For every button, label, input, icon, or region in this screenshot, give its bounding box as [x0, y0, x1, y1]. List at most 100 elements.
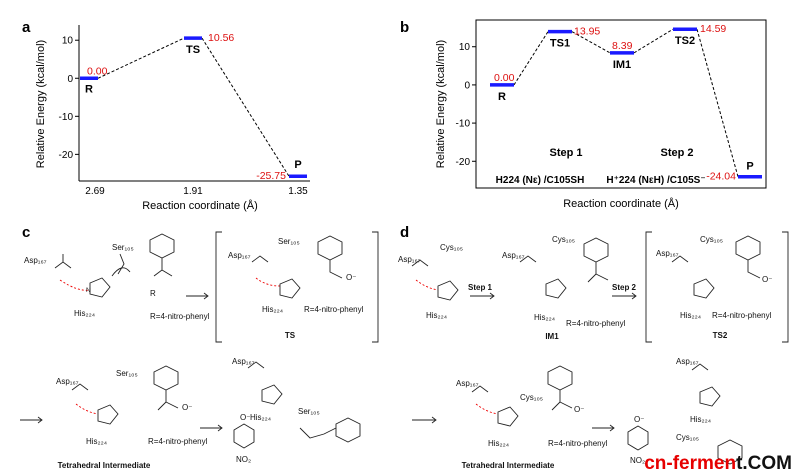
chart-b-y-tick-label: 10	[459, 42, 471, 53]
scheme-c-prod-imidazole	[261, 384, 283, 405]
scheme-c-n-label: N	[86, 287, 91, 294]
panel-letter-d: d	[400, 224, 409, 241]
scheme-d-prod-imidazole	[699, 386, 721, 407]
scheme-d-arrowhead-step2	[631, 292, 637, 300]
scheme-c-phenyl-1	[149, 233, 175, 259]
scheme-d-prod-his-label: His₂₂₄	[690, 415, 711, 424]
scheme-c-tetra-bonds	[157, 390, 179, 411]
scheme-d-ts2-asp-label: Asp₁₆₇	[656, 249, 679, 258]
scheme-c-asp-carboxyl	[54, 254, 72, 269]
scheme-d-cys-label: Cys₁₀₅	[440, 243, 463, 252]
chart-b-frame	[475, 19, 767, 189]
scheme-d-tetra-carboxyl	[471, 385, 489, 393]
scheme-c-ts-bracket-right	[372, 231, 379, 343]
chart-a-y-tick-label: -20	[59, 150, 74, 161]
watermark-part-red: cn-fermen	[644, 453, 736, 474]
chart-b-y-tick-label: -20	[456, 157, 471, 168]
scheme-c-tetra-his-label: His₂₂₄	[86, 437, 107, 446]
scheme-c-tetra-caption: Tetrahedral Intermediate	[58, 461, 151, 470]
scheme-c-ts-hbond	[255, 277, 281, 287]
scheme-c-his-label: His₂₂₄	[74, 309, 95, 318]
scheme-c-tetra-carboxyl	[71, 383, 89, 391]
scheme-d-prod-phenyl	[717, 439, 743, 465]
chart-b-label-ts1: TS1	[550, 38, 570, 50]
scheme-d-tetra-rgroup-label: R=4-nitro-phenyl	[548, 439, 608, 448]
chart-a-y-tick-label: 10	[62, 36, 74, 47]
scheme-c-prod-nitrophenolate	[233, 423, 255, 449]
scheme-d-im1-phenyl	[583, 237, 609, 263]
scheme-c-arrowhead-tetra	[37, 416, 43, 424]
chart-a-value-p: -25.75	[256, 170, 286, 182]
panel-letter-b: b	[400, 19, 409, 36]
scheme-d-prod-nitrophenolate	[627, 425, 649, 451]
scheme-c-tetra-ser-label: Ser₁₀₅	[116, 369, 138, 378]
scheme-d-prod-cys-label: Cys₁₀₅	[676, 433, 699, 442]
scheme-c-prod-ester-bonds	[299, 427, 337, 439]
chart-b-value-p: -24.04	[706, 171, 736, 183]
scheme-d-ts2-carboxyl	[671, 255, 689, 263]
scheme-c-tetra-phenyl	[153, 365, 179, 391]
scheme-c-ser-label: Ser₁₀₅	[112, 243, 134, 252]
chart-a-y-axis-title: Relative Energy (kcal/mol)	[35, 40, 47, 168]
scheme-d-ts2-imidazole	[693, 278, 715, 299]
mechanism-scheme-c: Asp₁₆₇ N His₂₂₄ Ser₁₀₅ R R=4-nitro-pheny…	[20, 231, 379, 470]
chart-b-connector	[633, 28, 674, 54]
scheme-d-tetra-cys-label: Cys₁₀₅	[520, 393, 543, 402]
chart-b-y-ticks: 100-10-20	[456, 42, 476, 168]
chart-a-x-axis-title: Reaction coordinate (Å)	[142, 199, 258, 212]
scheme-d-hbond	[415, 279, 439, 291]
chart-a-x-tick-3: 1.35	[288, 186, 308, 197]
scheme-c-r-label: R	[150, 289, 156, 298]
chart-a-label-ts: TS	[186, 44, 200, 56]
scheme-c-prod-phenyl	[335, 417, 361, 443]
chart-b-label-im1: IM1	[613, 59, 631, 71]
chart-b-step2-label: Step 2	[660, 147, 693, 159]
chart-b-label-p: P	[746, 161, 753, 173]
scheme-c-rgroup-label-1: R=4-nitro-phenyl	[150, 312, 210, 321]
scheme-d-ts2-rgroup-label: R=4-nitro-phenyl	[712, 311, 772, 320]
scheme-c-carbonyl	[153, 258, 173, 277]
watermark-part-black: t.COM	[736, 453, 792, 474]
scheme-c-ts-imidazole	[279, 278, 301, 299]
scheme-d-prod-carboxyl	[691, 363, 709, 371]
scheme-c-prod-asp-label: Asp₁₆₇	[232, 357, 255, 366]
scheme-c-tetra-rgroup-label: R=4-nitro-phenyl	[148, 437, 208, 446]
chart-a-connector	[201, 37, 290, 177]
scheme-d-ts2-ominus: O⁻	[762, 275, 772, 284]
scheme-d-tetra-imidazole	[497, 406, 519, 427]
chart-b-connector	[571, 31, 611, 54]
chart-a-value-r: 0.00	[87, 65, 108, 77]
scheme-d-tetra-ominus: O⁻	[574, 405, 584, 414]
chart-b-connector	[513, 31, 549, 86]
scheme-c-ts-bonds	[329, 260, 343, 279]
scheme-d-step1-label: Step 1	[468, 283, 493, 292]
scheme-c-tetra-ominus: O⁻	[182, 403, 192, 412]
scheme-c-asp-label: Asp₁₆₇	[24, 256, 47, 265]
chart-a-label-p: P	[294, 159, 301, 171]
scheme-d-prod-asp-label: Asp₁₆₇	[676, 357, 699, 366]
scheme-c-prod-his-label: His₂₂₄	[250, 413, 271, 422]
mechanism-scheme-d: Asp₁₆₇ Cys₁₀₅ His₂₂₄ Step 1 Asp₁₆₇ Cys₁₀…	[398, 231, 789, 470]
scheme-c-ts-asp-label: Asp₁₆₇	[228, 251, 251, 260]
scheme-d-im1-his-label: His₂₂₄	[534, 313, 555, 322]
scheme-c-ts-ser-label: Ser₁₀₅	[278, 237, 300, 246]
chart-b-step1-label: Step 1	[549, 147, 582, 159]
scheme-d-asp-label: Asp₁₆₇	[398, 255, 421, 264]
scheme-d-im1-bonds	[587, 262, 609, 283]
panel-letter-a: a	[22, 19, 31, 36]
scheme-c-ts-ominus: O⁻	[346, 273, 356, 282]
chart-b-value-r: 0.00	[494, 72, 515, 84]
scheme-c-arrowhead-ts	[203, 292, 209, 300]
scheme-c-ts-bracket-left	[215, 231, 222, 343]
panel-letter-c: c	[22, 224, 30, 241]
scheme-d-arrowhead-step1	[489, 292, 495, 300]
scheme-c-prod-carboxyl	[247, 361, 265, 369]
chart-a-x-tick-2: 1.91	[183, 186, 203, 197]
scheme-d-im1-asp-label: Asp₁₆₇	[502, 251, 525, 260]
scheme-d-im1-carboxyl	[519, 255, 537, 263]
scheme-d-his-label: His₂₂₄	[426, 311, 447, 320]
scheme-d-ts2-his-label: His₂₂₄	[680, 311, 701, 320]
scheme-d-tetra-asp-label: Asp₁₆₇	[456, 379, 479, 388]
